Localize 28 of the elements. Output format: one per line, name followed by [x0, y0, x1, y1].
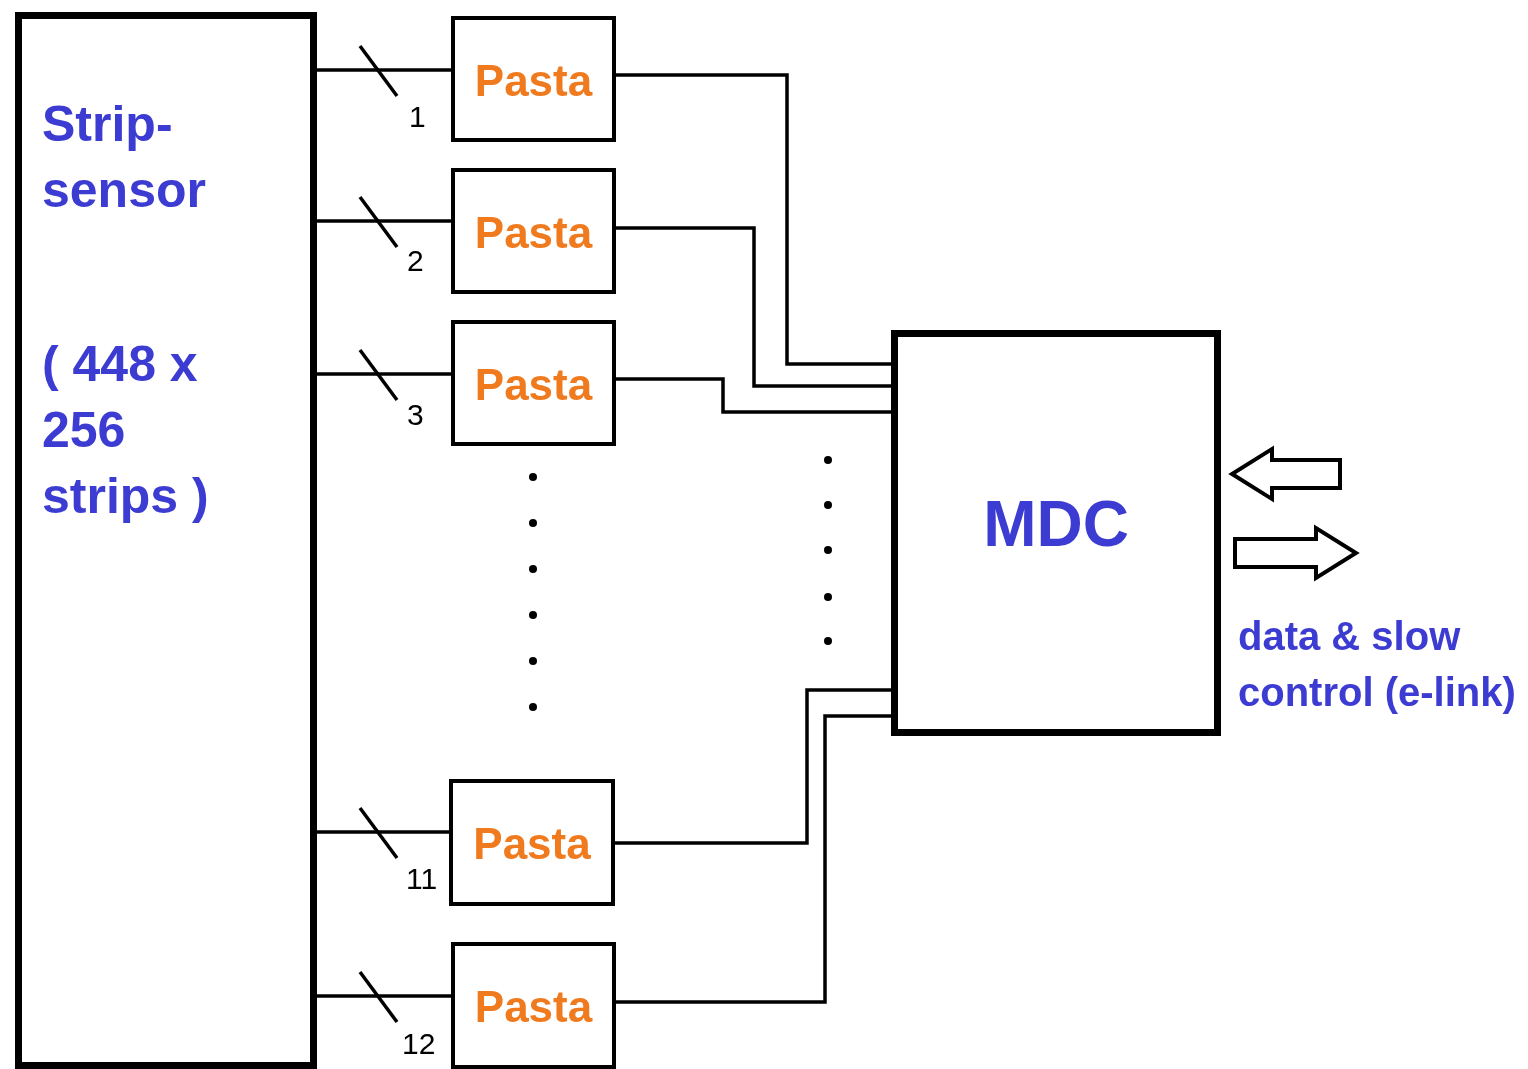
block-arrow — [1233, 524, 1360, 582]
chip-box — [449, 779, 615, 906]
connector-line — [616, 714, 891, 1004]
strip-count: ( 448 x 256 strips ) — [42, 335, 210, 526]
connector-line — [317, 68, 451, 72]
sensor-box — [15, 12, 317, 1069]
chip-label: Pasta — [472, 819, 592, 869]
chip-label: Pasta — [473, 56, 594, 106]
concentrator-box — [891, 330, 1221, 736]
connector-line — [317, 994, 451, 998]
interface-note: data & slow control (e-link) — [1238, 613, 1517, 716]
chip-box — [451, 942, 616, 1069]
connector-line — [317, 219, 451, 223]
chip-box — [451, 16, 616, 142]
connector-line — [615, 688, 891, 845]
connector-line — [616, 377, 891, 414]
connector-line — [317, 372, 451, 376]
chip-box — [451, 320, 616, 446]
connector-line — [616, 73, 891, 366]
chip-label: Pasta — [473, 982, 594, 1032]
block-arrow — [1228, 445, 1342, 503]
sensor-title: Strip-sensor — [42, 95, 207, 220]
connector-line — [317, 830, 449, 834]
chip-label: Pasta — [473, 208, 594, 258]
chip-box — [451, 168, 616, 294]
chip-label: Pasta — [473, 360, 594, 410]
connector-line — [616, 226, 891, 388]
box-title: MDC — [982, 487, 1130, 561]
